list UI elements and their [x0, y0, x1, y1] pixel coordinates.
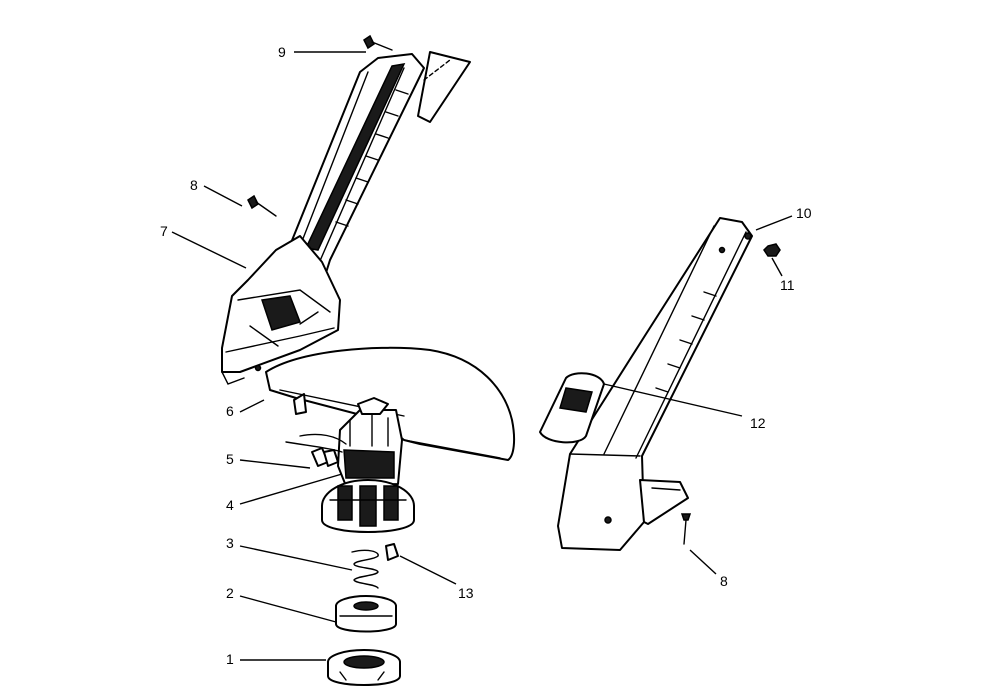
callout-labels: 9 8 7 6 5 4 3 2 1 13 10 11 12 8	[160, 44, 812, 667]
callout-9: 9	[278, 44, 286, 60]
screw-8-left	[247, 194, 277, 217]
spring	[351, 549, 379, 589]
leader-lines	[171, 51, 793, 661]
callout-8-right: 8	[720, 573, 728, 589]
screw-8-right	[680, 513, 692, 545]
right-housing-half	[557, 217, 753, 551]
nut	[763, 243, 781, 257]
callout-8: 8	[190, 177, 198, 193]
callout-12: 12	[750, 415, 766, 431]
spool	[335, 595, 397, 633]
callout-7: 7	[160, 223, 168, 239]
screw-9	[363, 34, 393, 51]
callout-5: 5	[226, 451, 234, 467]
callout-4: 4	[226, 497, 234, 513]
callout-6: 6	[226, 403, 234, 419]
spring-clip	[385, 543, 399, 561]
callout-13: 13	[458, 585, 474, 601]
spool-cap	[327, 649, 401, 686]
motor-fan-base	[321, 479, 415, 533]
motor	[337, 397, 403, 487]
left-housing-half	[221, 51, 471, 385]
callout-10: 10	[796, 205, 812, 221]
housing-ribs	[335, 89, 409, 227]
switch	[539, 372, 605, 444]
callout-1: 1	[226, 651, 234, 667]
callout-3: 3	[226, 535, 234, 551]
callout-2: 2	[226, 585, 234, 601]
callout-11: 11	[780, 277, 795, 293]
wire-leads	[285, 433, 347, 467]
grip-slots	[655, 291, 717, 393]
